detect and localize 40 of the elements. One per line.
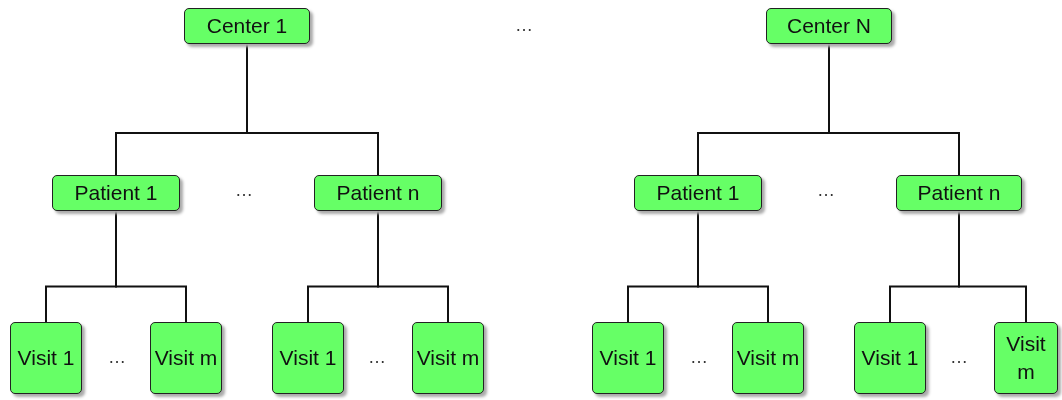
node-label: Visit 1	[599, 344, 657, 371]
connector-line	[377, 210, 449, 323]
ellipsis-label: …	[235, 179, 255, 201]
connector-line	[115, 210, 187, 323]
node-box	[994, 322, 1058, 394]
node-box	[412, 322, 484, 394]
node-box	[896, 175, 1022, 211]
node-box	[10, 322, 82, 394]
node-label: Center 1	[206, 12, 288, 39]
node-box	[592, 322, 664, 394]
node-label: Patient 1	[656, 179, 740, 206]
node-box	[272, 322, 344, 394]
node-box	[732, 322, 804, 394]
node-label: Visit m	[154, 344, 218, 371]
node-box	[634, 175, 762, 211]
connector-line	[958, 210, 1027, 323]
node-label: Visit 1	[279, 344, 337, 371]
connector-line	[246, 43, 379, 176]
ellipsis-label: …	[515, 14, 535, 36]
node-label: Visit 1	[861, 344, 919, 371]
node-label: Center N	[787, 12, 871, 39]
node-label: Visit 1	[17, 344, 75, 371]
node-label: Visit m	[1005, 330, 1047, 385]
node-box	[314, 175, 442, 211]
node-box	[52, 175, 180, 211]
node-label: Visit m	[736, 344, 800, 371]
node-label: Patient 1	[74, 179, 158, 206]
node-label: Visit m	[416, 344, 480, 371]
node-label: Patient n	[917, 179, 1001, 206]
ellipsis-label: …	[108, 346, 128, 368]
ellipsis-label: …	[817, 179, 837, 201]
ellipsis-label: …	[690, 346, 710, 368]
node-box	[854, 322, 926, 394]
node-box	[184, 8, 310, 44]
node-label: Patient n	[336, 179, 420, 206]
node-box	[766, 8, 892, 44]
ellipsis-label: …	[950, 346, 970, 368]
ellipsis-label: …	[368, 346, 388, 368]
node-box	[150, 322, 222, 394]
connector-line	[697, 210, 769, 323]
